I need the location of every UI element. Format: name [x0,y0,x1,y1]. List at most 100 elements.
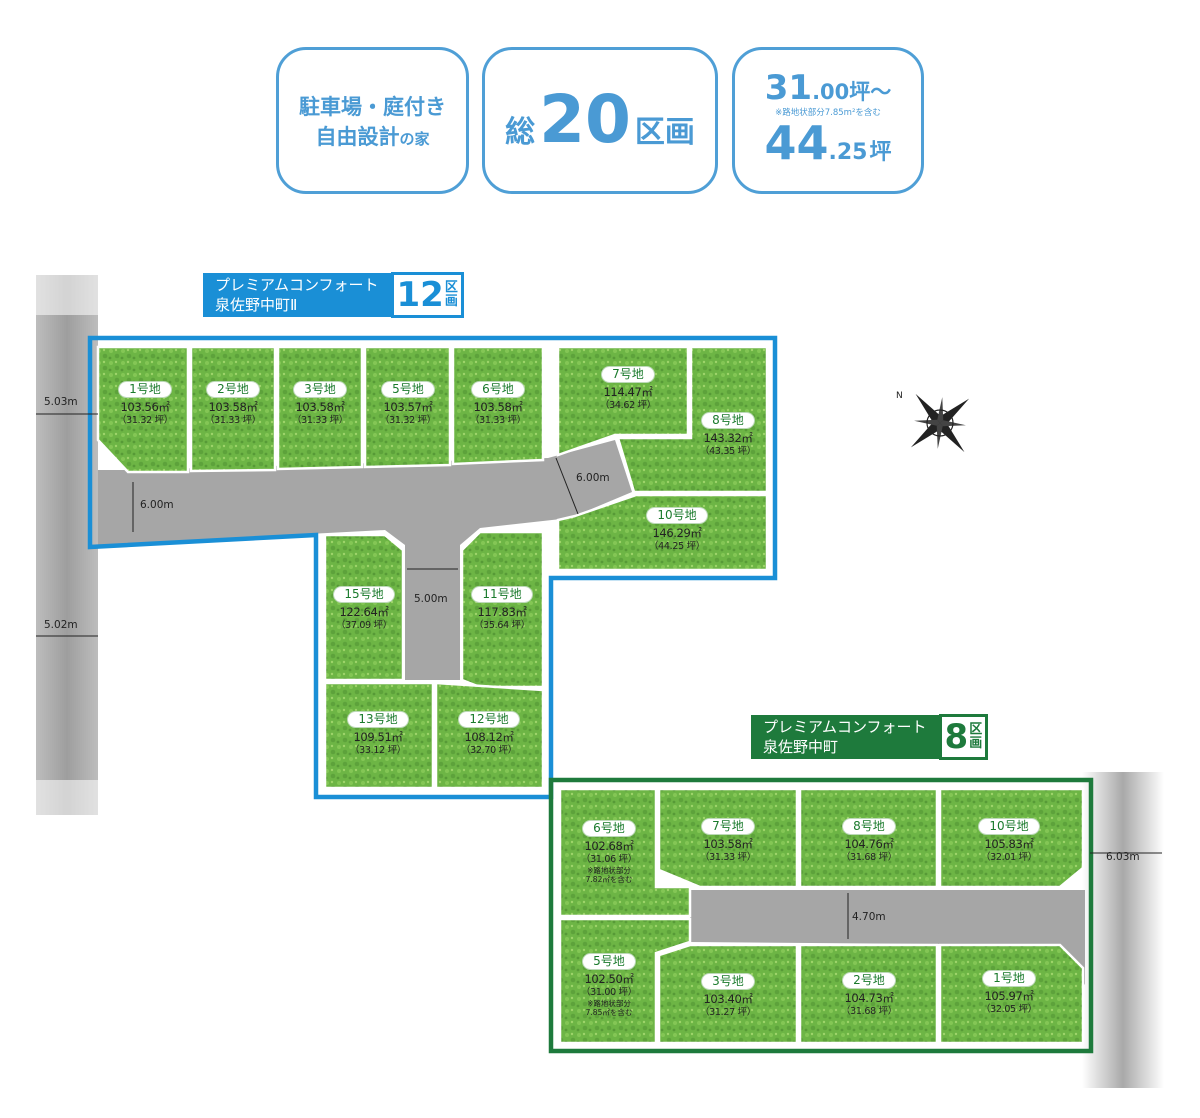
lot-name: 5号地 [582,953,636,970]
right-road [1082,772,1164,1088]
lot1-5 [363,345,452,469]
lot-area: 122.64㎡ [339,605,389,619]
lot-name: 2号地 [842,972,896,989]
min-number: 31 [764,68,813,108]
size-range-badge: 31 .00 坪〜 ※路地状部分7.85m²を含む 44 .25 坪 [732,47,924,194]
left-road-fade [36,275,98,315]
lot-tsubo: （34.62 坪） [599,400,657,411]
lot1-15 [323,533,405,682]
lot-tsubo: （31.33 坪） [204,415,262,426]
lot-name: 1号地 [118,381,172,398]
site2-name-box: プレミアムコンフォート 泉佐野中町 [751,715,939,759]
lot1-8-label: 8号地 143.32㎡ （43.35 坪） [688,412,768,458]
site1-name1: プレミアムコンフォート [215,276,379,294]
lot-note1: ※路地状部分 [587,999,631,1008]
lot2-8-label: 8号地 104.76㎡ （31.68 坪） [824,818,914,864]
lot-area: 105.83㎡ [984,837,1034,851]
lot-area: 103.58㎡ [703,837,753,851]
lot-area: 103.58㎡ [473,400,523,414]
lot-name: 7号地 [701,818,755,835]
dim-left-road-top: 5.03m [44,396,78,408]
site2-count-unit2: 画 [969,736,983,751]
lot1-12 [434,681,545,790]
lot-area: 117.83㎡ [477,605,527,619]
lot1-11 [460,530,545,689]
site1-title: プレミアムコンフォート 泉佐野中町Ⅱ 12 区画 [203,272,464,318]
lot-name: 3号地 [701,973,755,990]
lot-tsubo: （31.68 坪） [840,852,898,863]
max-unit: 坪 [869,140,892,165]
lot1-1 [96,345,190,474]
left-road-fade-bottom [36,780,98,815]
lot2-7 [657,787,799,889]
max-decimal: .25 [828,140,868,165]
lot-tsubo: （35.64 坪） [473,620,531,631]
lot-name: 11号地 [471,586,533,603]
lot-area: 104.76㎡ [844,837,894,851]
lot2-8 [798,787,939,889]
lot-name: 1号地 [982,970,1036,987]
feature-line2: 自由設計 [315,125,400,149]
lot2-2-label: 2号地 104.73㎡ （31.68 坪） [824,972,914,1018]
min-decimal: .00 [812,80,850,104]
lot-area: 103.40㎡ [703,992,753,1006]
lot-name: 5号地 [381,381,435,398]
dim-diag-road: 6.00m [576,472,610,484]
min-unit: 坪〜 [849,80,892,104]
lot2-1-label: 1号地 105.97㎡ （32.05 坪） [964,970,1054,1016]
lot2-7-label: 7号地 103.58㎡ （31.33 坪） [683,818,773,864]
lot2-3-label: 3号地 103.40㎡ （31.27 坪） [683,973,773,1019]
site2-count: 8 区画 [938,714,989,760]
lot-area: 108.12㎡ [464,730,514,744]
lot1-10-label: 10号地 146.29㎡ （44.25 坪） [632,507,722,553]
lot-area: 143.32㎡ [703,431,753,445]
lot2-2 [798,943,939,1045]
dim-stem-road: 5.00m [414,593,448,605]
lot1-5-label: 5号地 103.57㎡ （31.32 坪） [370,381,446,427]
lot-name: 2号地 [206,381,260,398]
lot2-3 [657,943,799,1045]
total-number: 20 [539,81,631,158]
lot-name: 6号地 [582,820,636,837]
lot1-3 [276,345,364,471]
lot-name: 3号地 [293,381,347,398]
lot-tsubo: （31.06 坪） [580,854,638,865]
lot-tsubo: （31.27 坪） [699,1007,757,1018]
lot1-13-label: 13号地 109.51㎡ （33.12 坪） [333,711,423,757]
lot-tsubo: （32.05 坪） [980,1004,1038,1015]
lot1-10 [556,493,769,572]
lot-area: 146.29㎡ [652,526,702,540]
lot-area: 103.58㎡ [208,400,258,414]
lot1-8 [616,345,769,494]
compass-icon [910,393,970,453]
lot-area: 103.57㎡ [383,400,433,414]
lot1-7 [556,345,690,457]
dim-diag-road-line [555,457,579,515]
compass-north-label: N [896,391,903,401]
lot1-6 [451,345,545,466]
lot-tsubo: （31.33 坪） [469,415,527,426]
lot2-1 [938,943,1085,1045]
site2-count-number: 8 [944,717,969,757]
site2-count-unit1: 区 [969,722,983,737]
site2-title: プレミアムコンフォート 泉佐野中町 8 区画 [751,714,989,760]
lot-name: 10号地 [978,818,1040,835]
total-prefix: 総 [505,115,536,150]
lot-area: 103.56㎡ [120,400,170,414]
lot-tsubo: （32.70 坪） [460,745,518,756]
site2-name2: 泉佐野中町 [763,738,839,756]
lot-area: 109.51㎡ [353,730,403,744]
lot1-13 [323,681,435,790]
max-number: 44 [764,116,829,170]
lot1-12-label: 12号地 108.12㎡ （32.70 坪） [444,711,534,757]
dim-main-road: 6.00m [140,499,174,511]
lot2-5-label: 5号地 102.50㎡ （31.00 坪） ※路地状部分 7.85㎡を含む [565,953,653,1017]
lot1-1-label: 1号地 103.56㎡ （31.32 坪） [108,381,182,427]
site1-count-unit1: 区 [444,280,458,295]
lot-name: 15号地 [333,586,395,603]
lot-tsubo: （31.32 坪） [379,415,437,426]
lot2-10 [938,787,1085,889]
site1-count-number: 12 [396,275,444,315]
lot1-2-label: 2号地 103.58㎡ （31.33 坪） [196,381,270,427]
site2-name1: プレミアムコンフォート [763,718,927,736]
